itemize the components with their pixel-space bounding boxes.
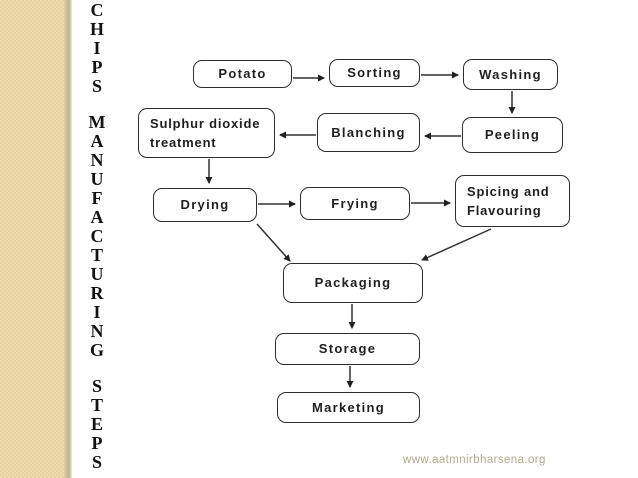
title-letter: P [91,433,103,453]
title-letter: T [90,395,103,415]
flow-node-blanching: Blanching [317,113,420,152]
flow-edge-spicing-and-flavouring-packaging [421,228,492,261]
flow-node-label: Storage [318,341,377,357]
flow-node-frying: Frying [300,187,410,220]
flow-node-storage: Storage [275,333,420,365]
left-decorative-stripe [0,0,72,478]
flow-edge-drying-packaging [256,223,291,262]
title-letter: F [91,188,103,208]
flow-node-drying: Drying [153,188,257,222]
title-letter: N [90,150,104,170]
title-letter: I [93,302,101,322]
flow-node-peeling: Peeling [462,117,563,153]
flow-node-packaging: Packaging [283,263,423,303]
flow-node-marketing: Marketing [277,392,420,423]
flow-node-label: Packaging [314,275,392,291]
flow-node-washing: Washing [463,59,558,90]
flow-node-label: Drying [180,197,230,213]
flow-node-label: Sorting [347,65,402,81]
flow-node-label: Spicing and [467,183,550,199]
title-letter: P [91,57,103,77]
flow-node-label: Potato [218,66,267,82]
title-letter: G [89,340,104,360]
title-letter: E [90,414,103,434]
title-letter: U [90,264,104,284]
title-letter: N [90,321,104,341]
title-letter: M [88,112,106,132]
title-letter: A [90,207,104,227]
stripe-edge-divider [64,0,72,478]
flow-node-label: Peeling [484,127,541,143]
flow-node-label: Washing [479,66,542,82]
flow-node-label: Marketing [311,399,386,415]
title-letter: S [91,452,102,472]
title-letter: H [89,19,104,39]
title-letter: I [93,38,101,58]
flow-node-label: Sulphur dioxide [150,115,261,131]
flow-node-label: Frying [331,195,379,211]
flow-node-label: treatment [150,135,217,150]
title-letter: R [90,283,104,303]
footer-watermark: www.aatmnirbharsena.org [403,454,546,466]
title-letter: U [90,169,104,189]
flow-node-label: Flavouring [467,203,542,218]
title-letter: C [90,0,104,20]
flow-node-potato: Potato [193,60,292,88]
title-letter: C [90,226,104,246]
flow-node-sorting: Sorting [329,59,420,87]
flow-node-label: Blanching [331,124,406,140]
flow-node-sulphur-dioxide-treatment: Sulphur dioxide treatment [138,108,275,158]
title-letter: A [90,131,104,151]
title-letter: S [91,76,102,96]
title-letter: T [90,245,103,265]
title-letter: S [91,376,102,396]
